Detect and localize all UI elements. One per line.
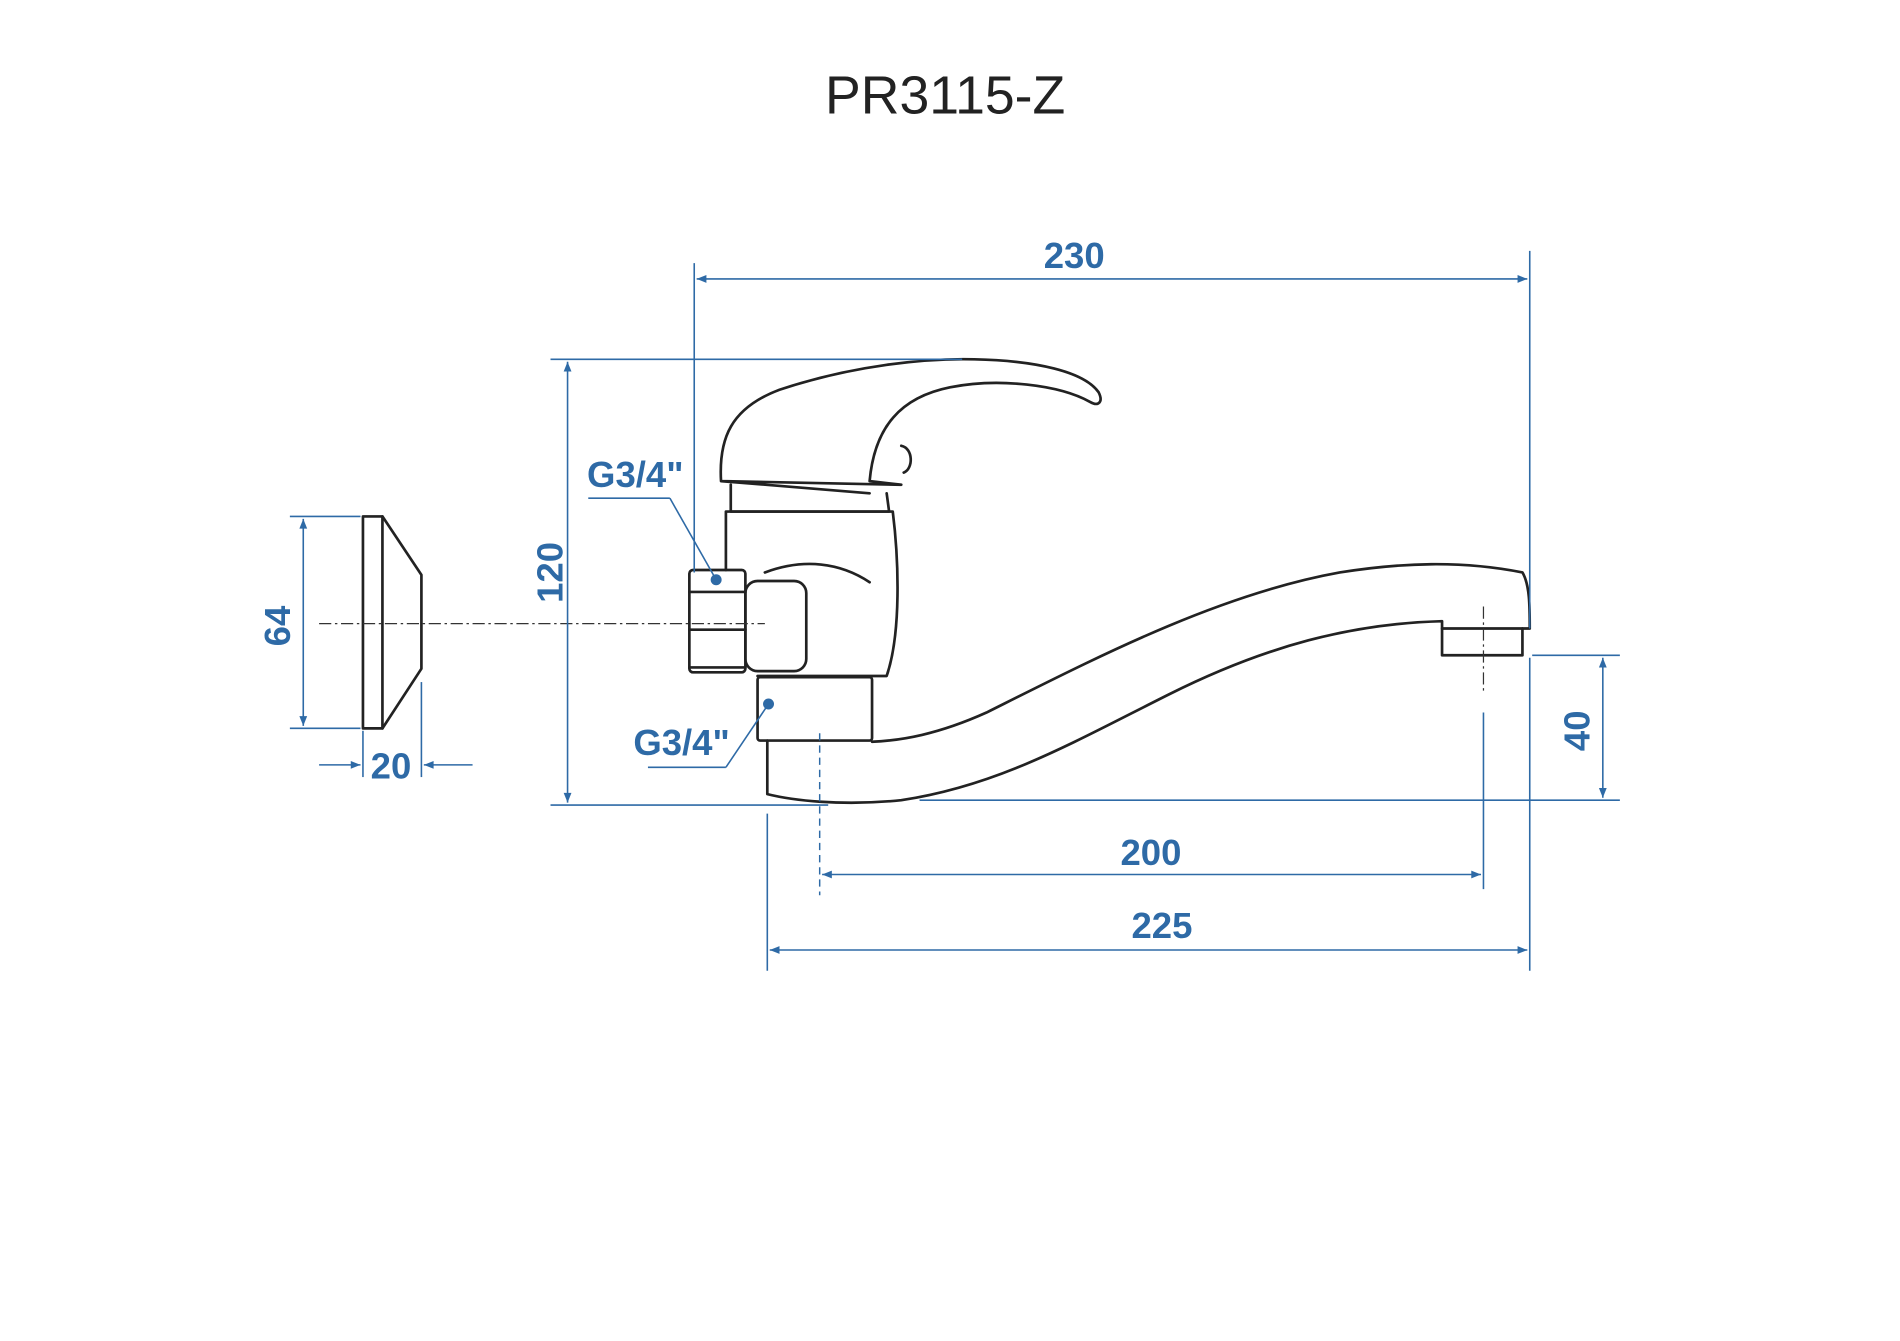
dimension-200: 200 (818, 712, 1485, 896)
model-title: PR3115-Z (825, 65, 1065, 125)
connection-label-upper: G3/4" (587, 454, 722, 586)
svg-text:230: 230 (1044, 235, 1105, 276)
svg-text:120: 120 (530, 542, 571, 603)
dimension-64: 64 (257, 515, 361, 730)
dimension-40: 40 (919, 654, 1620, 802)
svg-text:G3/4": G3/4" (587, 454, 683, 495)
dimension-20: 20 (319, 682, 473, 786)
faucet-body (688, 357, 1532, 805)
dimension-225: 225 (766, 657, 1531, 971)
svg-text:225: 225 (1131, 905, 1192, 946)
svg-text:20: 20 (371, 745, 412, 786)
svg-text:200: 200 (1120, 832, 1181, 873)
svg-text:G3/4": G3/4" (633, 722, 729, 763)
svg-text:64: 64 (257, 605, 298, 646)
connection-point-upper (710, 574, 722, 586)
dimension-230: 230 (693, 235, 1531, 629)
connection-label-lower: G3/4" (633, 698, 775, 769)
connection-point-lower (763, 698, 775, 710)
svg-text:40: 40 (1556, 710, 1597, 751)
dimension-120: 120 (530, 358, 963, 806)
wall-flange (361, 515, 423, 730)
